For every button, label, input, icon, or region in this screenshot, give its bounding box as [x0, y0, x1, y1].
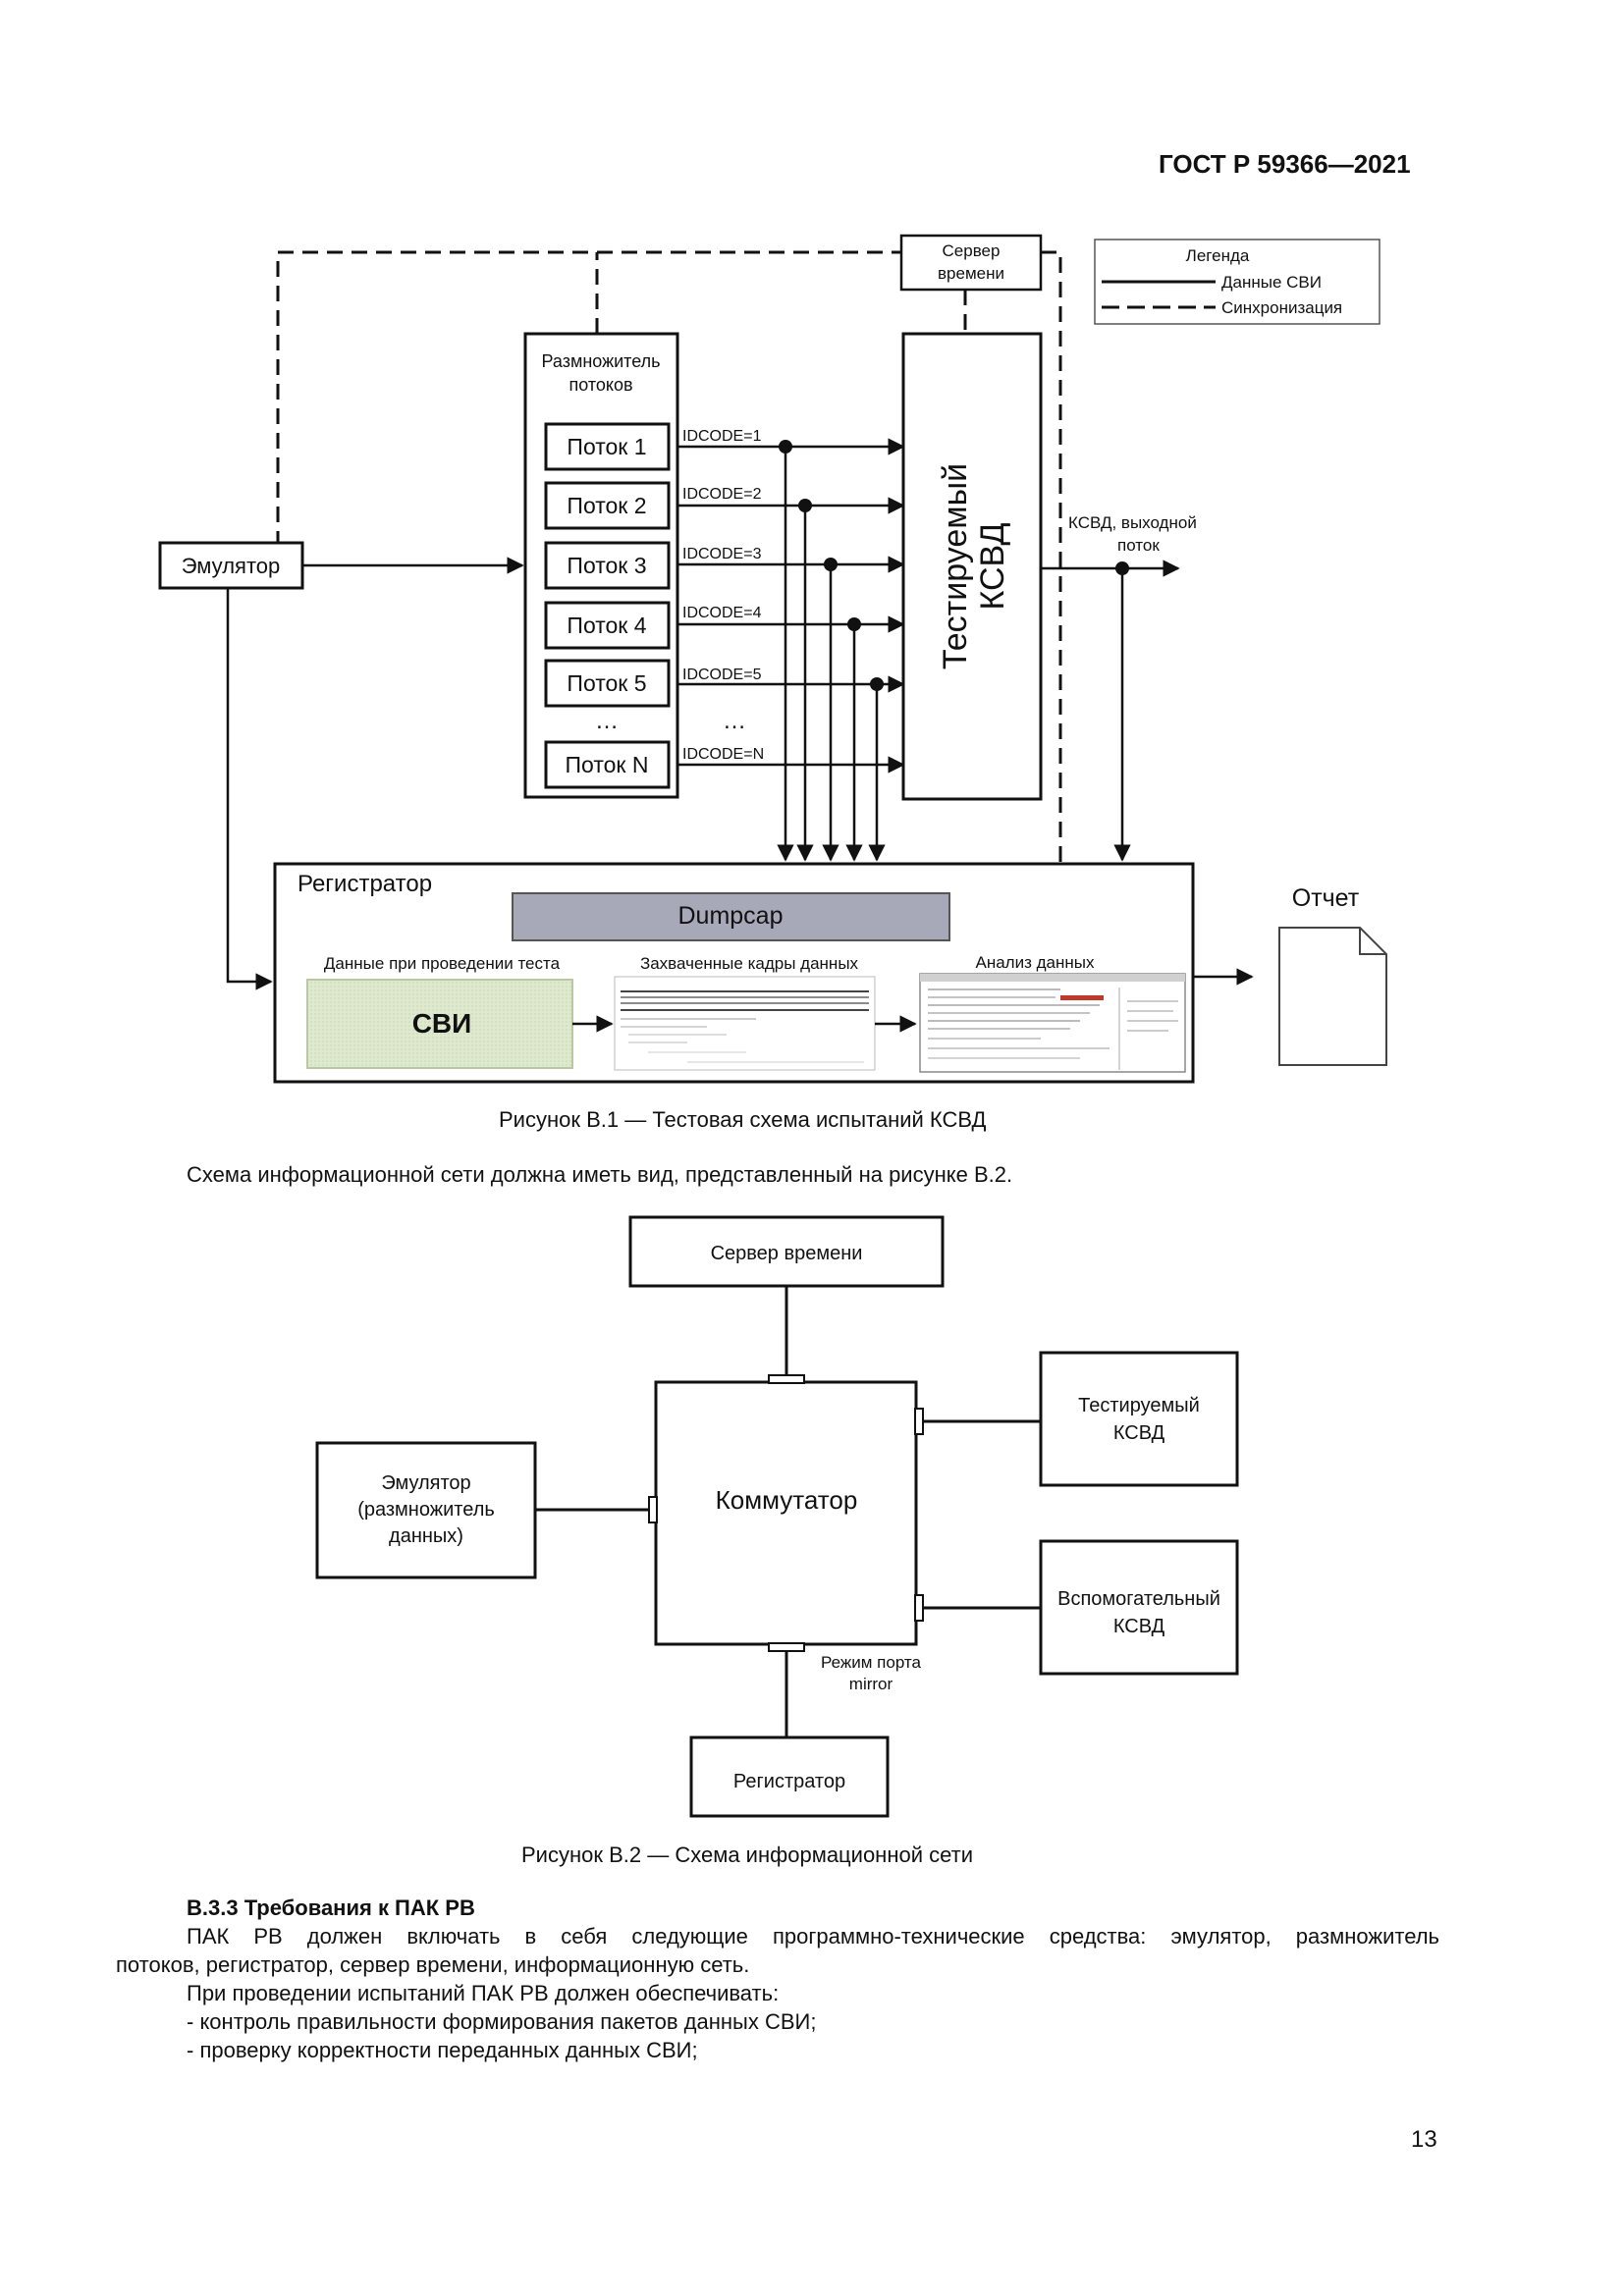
tested-ksvd-label-2: КСВД: [974, 523, 1011, 611]
figure-b2-diagram: Сервер времени Коммутатор Тестируемый КС…: [315, 1215, 1239, 1818]
tested-label-b2-2: КСВД: [1113, 1422, 1165, 1444]
section-paragraph-2: При проведении испытаний ПАК РВ должен о…: [187, 1981, 780, 2005]
emulator-label-b2-3: данных): [389, 1525, 463, 1547]
tested-ksvd-label-1: Тестируемый: [937, 463, 974, 669]
idcode-5: IDCODE=5: [682, 667, 762, 683]
section-paragraph-1-line-1: ПАК РВ должен включать в себя следующие …: [187, 1924, 1439, 1949]
paragraph-fig2-intro: Схема информационной сети должна иметь в…: [187, 1162, 1013, 1187]
stream-arrows: [677, 438, 905, 862]
legend-sync-label: Синхронизация: [1221, 298, 1342, 317]
stream-boxes: [544, 422, 671, 789]
list-item: - проверку корректности переданных данны…: [187, 2038, 698, 2062]
registrar-box-2: [689, 1735, 890, 1818]
report-label: Отчет: [1292, 884, 1360, 912]
idcode-3: IDCODE=3: [682, 546, 762, 562]
emulator-box-2: [315, 1441, 537, 1579]
emulator-label: Эмулятор: [182, 554, 281, 578]
time-server-label-b2: Сервер времени: [711, 1243, 863, 1264]
emulator-to-registrar-arrow: [226, 588, 273, 990]
registrar-label-b2: Регистратор: [733, 1771, 845, 1792]
time-server-label-2: времени: [938, 264, 1004, 283]
aux-label-1: Вспомогательный: [1057, 1588, 1220, 1610]
section-heading: В.3.3 Требования к ПАК РВ: [187, 1896, 475, 1920]
document-header: ГОСТ Р 59366—2021: [1159, 149, 1411, 179]
multiplier-label-1: Размножитель: [541, 351, 660, 371]
figure-b1-diagram: Сервер времени Легенда Данные СВИ Синхро…: [158, 234, 1387, 1084]
aux-ksvd-box: [1039, 1539, 1239, 1676]
svi-label: СВИ: [412, 1008, 472, 1039]
analysis-thumbnail: [919, 973, 1186, 1073]
registrar-label: Регистратор: [298, 871, 432, 897]
output-label-2: поток: [1117, 536, 1160, 555]
tested-ksvd-box: [901, 332, 1043, 801]
list-item: - контроль правильности формирования пак…: [187, 2009, 817, 2034]
tested-ksvd-box-2: [1039, 1351, 1239, 1487]
col2-label: Захваченные кадры данных: [640, 954, 859, 973]
figure-b1-caption: Рисунок В.1 — Тестовая схема испытаний К…: [499, 1107, 987, 1132]
stream-2-label: Поток 2: [567, 493, 646, 518]
idcode-2: IDCODE=2: [682, 486, 762, 503]
stream-dots: …: [595, 708, 619, 734]
mirror-label-2: mirror: [849, 1675, 893, 1693]
junction-dots: [779, 440, 1129, 691]
idcode-4: IDCODE=4: [682, 605, 762, 621]
dumpcap-bar: [512, 892, 950, 941]
col3-label: Анализ данных: [976, 953, 1095, 972]
tested-label-b2-1: Тестируемый: [1078, 1395, 1200, 1416]
emulator-label-b2-2: (размножитель: [357, 1499, 495, 1521]
time-server-box-2: [628, 1215, 945, 1288]
stream-4-label: Поток 4: [567, 613, 646, 638]
page-number: 13: [1411, 2126, 1437, 2153]
time-server-label-1: Сервер: [943, 241, 1001, 260]
output-label-1: КСВД, выходной: [1068, 513, 1197, 532]
svi-panel: [306, 979, 573, 1069]
mirror-label-1: Режим порта: [821, 1653, 921, 1672]
section-paragraph-1-line-2: потоков, регистратор, сервер времени, ин…: [116, 1952, 750, 1977]
sync-lines: [276, 250, 1062, 864]
stream-n-label: Поток N: [566, 752, 649, 777]
figure-b2-caption: Рисунок В.2 — Схема информационной сети: [521, 1842, 973, 1867]
stream-3-label: Поток 3: [567, 553, 646, 578]
switch-label: Коммутатор: [716, 1485, 858, 1515]
idcode-1: IDCODE=1: [682, 428, 762, 445]
idcode-dots: …: [723, 708, 746, 734]
legend-data-label: Данные СВИ: [1221, 273, 1322, 292]
aux-label-2: КСВД: [1113, 1616, 1165, 1637]
time-server-box: [899, 234, 1043, 292]
col1-label: Данные при проведении теста: [324, 954, 561, 973]
report-fold-icon: [1359, 928, 1386, 955]
report-document-icon: [1278, 927, 1387, 1066]
multiplier-label-2: потоков: [568, 375, 632, 395]
dumpcap-label: Dumpcap: [678, 902, 784, 930]
stream-5-label: Поток 5: [567, 670, 646, 696]
switch-box: [654, 1380, 918, 1646]
idcode-n: IDCODE=N: [682, 746, 764, 763]
legend-title: Легенда: [1186, 246, 1250, 265]
switch-ports: [648, 1374, 924, 1652]
captured-frames-thumbnail: [614, 976, 876, 1071]
stream-1-label: Поток 1: [567, 434, 646, 459]
emulator-label-b2-1: Эмулятор: [381, 1472, 470, 1494]
